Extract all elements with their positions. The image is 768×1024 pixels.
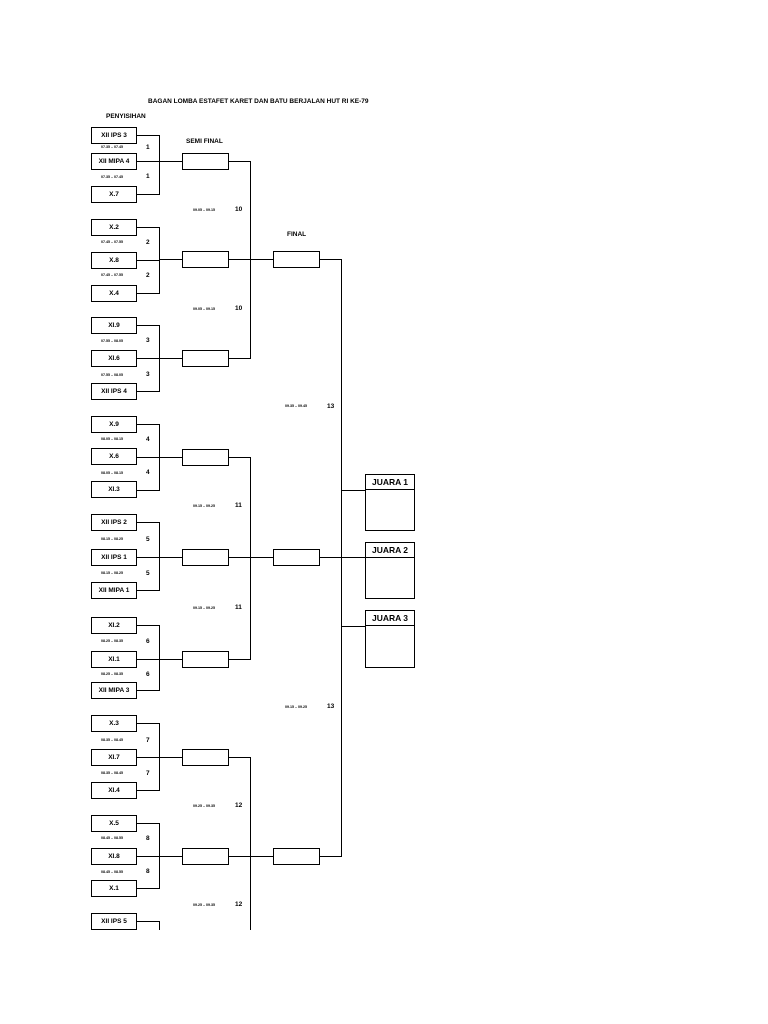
match-number: 13 bbox=[327, 703, 335, 710]
match-time: 08.05 – 08.15 bbox=[101, 437, 123, 441]
match-time: 09.25 – 09.35 bbox=[193, 804, 215, 808]
team-box: XI.6 bbox=[91, 350, 137, 367]
match-time: 09.15 – 09.25 bbox=[285, 705, 307, 709]
match-time: 09.05 – 09.15 bbox=[193, 208, 215, 212]
team-box: XII IPS 1 bbox=[91, 549, 137, 566]
match-number: 7 bbox=[146, 737, 150, 744]
winner-box-2: JUARA 2 bbox=[365, 542, 415, 599]
team-box: XII IPS 5 bbox=[91, 913, 137, 930]
team-box: XII IPS 2 bbox=[91, 514, 137, 531]
team-box: X.6 bbox=[91, 448, 137, 465]
semi-final-slot bbox=[182, 153, 229, 170]
match-number: 6 bbox=[146, 671, 150, 678]
match-number: 3 bbox=[146, 371, 150, 378]
match-number: 4 bbox=[146, 436, 150, 443]
penyisihan-heading: PENYISIHAN bbox=[106, 113, 146, 120]
match-time: 08.25 – 08.35 bbox=[101, 672, 123, 676]
team-box: XI.9 bbox=[91, 317, 137, 334]
match-time: 08.15 – 08.25 bbox=[101, 571, 123, 575]
match-number: 10 bbox=[235, 206, 243, 213]
match-number: 11 bbox=[235, 502, 242, 509]
match-time: 09.15 – 09.25 bbox=[193, 606, 215, 610]
team-box: X.5 bbox=[91, 815, 137, 832]
team-box: X.7 bbox=[91, 186, 137, 203]
team-box: X.4 bbox=[91, 285, 137, 302]
match-time: 09.25 – 09.35 bbox=[193, 903, 215, 907]
team-box: X.8 bbox=[91, 252, 137, 269]
team-box: XI.1 bbox=[91, 651, 137, 668]
match-number: 8 bbox=[146, 835, 150, 842]
match-number: 12 bbox=[235, 802, 243, 809]
match-time: 08.35 – 08.45 bbox=[101, 738, 123, 742]
winner-label: JUARA 3 bbox=[366, 611, 414, 626]
match-time: 07.55 – 08.05 bbox=[101, 339, 123, 343]
team-box: XI.2 bbox=[91, 617, 137, 634]
match-number: 5 bbox=[146, 570, 150, 577]
match-number: 1 bbox=[146, 173, 150, 180]
team-box: XI.8 bbox=[91, 848, 137, 865]
semi-final-heading: SEMI FINAL bbox=[186, 138, 223, 145]
match-number: 2 bbox=[146, 272, 150, 279]
match-number: 3 bbox=[146, 337, 150, 344]
match-time: 09.15 – 09.25 bbox=[193, 504, 215, 508]
match-time: 08.45 – 08.55 bbox=[101, 836, 123, 840]
team-box: X.9 bbox=[91, 416, 137, 433]
team-box: XII IPS 4 bbox=[91, 383, 137, 400]
team-box: XII MIPA 3 bbox=[91, 682, 137, 699]
winner-label: JUARA 2 bbox=[366, 543, 414, 558]
winner-box-1: JUARA 1 bbox=[365, 474, 415, 531]
team-box: XI.3 bbox=[91, 481, 137, 498]
match-number: 4 bbox=[146, 469, 150, 476]
team-box: XII IPS 3 bbox=[91, 127, 137, 144]
match-number: 5 bbox=[146, 536, 150, 543]
semi-final-slot bbox=[182, 848, 229, 865]
match-number: 13 bbox=[327, 403, 335, 410]
match-time: 08.35 – 08.45 bbox=[101, 771, 123, 775]
semi-final-slot bbox=[182, 651, 229, 668]
semi-final-slot bbox=[182, 449, 229, 466]
match-time: 08.45 – 08.55 bbox=[101, 870, 123, 874]
team-box: XI.4 bbox=[91, 782, 137, 799]
semi-final-slot bbox=[182, 749, 229, 766]
final-slot bbox=[273, 848, 320, 865]
match-number: 10 bbox=[235, 305, 243, 312]
match-number: 12 bbox=[235, 901, 243, 908]
final-slot bbox=[273, 549, 320, 566]
match-number: 1 bbox=[146, 144, 150, 151]
semi-final-slot bbox=[182, 350, 229, 367]
semi-final-slot bbox=[182, 549, 229, 566]
final-slot bbox=[273, 251, 320, 268]
match-time: 07.55 – 08.05 bbox=[101, 373, 123, 377]
team-box: X.1 bbox=[91, 880, 137, 897]
team-box: XI.7 bbox=[91, 749, 137, 766]
match-number: 7 bbox=[146, 770, 150, 777]
final-heading: FINAL bbox=[287, 231, 307, 238]
match-time: 08.15 – 08.25 bbox=[101, 537, 123, 541]
match-time: 09.05 – 09.15 bbox=[193, 307, 215, 311]
match-time: 07.35 – 07.45 bbox=[101, 175, 123, 179]
match-number: 6 bbox=[146, 638, 150, 645]
match-time: 07.45 – 07.55 bbox=[101, 240, 123, 244]
match-number: 8 bbox=[146, 868, 150, 875]
match-number: 2 bbox=[146, 239, 150, 246]
page-title: BAGAN LOMBA ESTAFET KARET DAN BATU BERJA… bbox=[148, 98, 369, 105]
match-time: 08.25 – 08.35 bbox=[101, 639, 123, 643]
team-box: XII MIPA 4 bbox=[91, 153, 137, 170]
match-time: 07.35 – 07.45 bbox=[101, 145, 123, 149]
semi-final-slot bbox=[182, 251, 229, 268]
winner-label: JUARA 1 bbox=[366, 475, 414, 490]
team-box: X.3 bbox=[91, 715, 137, 732]
winner-box-3: JUARA 3 bbox=[365, 610, 415, 668]
match-time: 09.35 – 09.45 bbox=[285, 404, 307, 408]
team-box: X.2 bbox=[91, 219, 137, 236]
match-time: 08.05 – 08.15 bbox=[101, 471, 123, 475]
match-number: 11 bbox=[235, 604, 242, 611]
match-time: 07.45 – 07.55 bbox=[101, 273, 123, 277]
team-box: XII MIPA 1 bbox=[91, 582, 137, 599]
